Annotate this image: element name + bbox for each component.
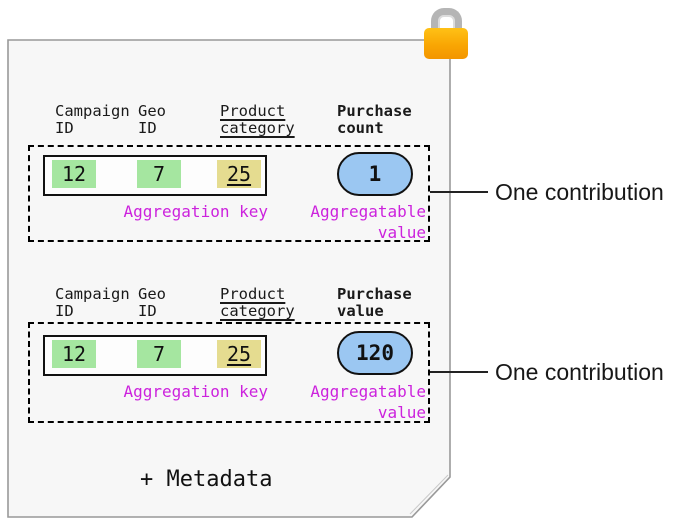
padlock-icon	[424, 6, 468, 60]
key-cell-geo-id: 7	[137, 340, 181, 368]
aggregatable-value-pill: 1	[337, 152, 413, 196]
column-header-purchase-count: Purchase count	[337, 102, 412, 137]
column-header-campaign-id: Campaign ID	[55, 285, 130, 320]
one-contribution-label: One contribution	[495, 359, 664, 385]
column-header-campaign-id: Campaign ID	[55, 102, 130, 137]
aggregatable-value-label: Aggregatable value	[310, 202, 426, 242]
aggregatable-value-label: Aggregatable value	[310, 382, 426, 422]
contribution-connector-line	[430, 191, 488, 193]
aggregation-key-box: 12 7 25	[43, 155, 267, 196]
aggregation-key-label: Aggregation key	[123, 382, 269, 401]
aggregatable-value-pill: 120	[337, 331, 413, 375]
contribution-box: 12 7 25 120 Aggregation key Aggregatable…	[28, 322, 430, 423]
aggregation-key-label: Aggregation key	[123, 202, 269, 221]
key-cell-geo-id: 7	[137, 160, 181, 188]
column-header-product-category: Product category	[220, 285, 295, 320]
one-contribution-label: One contribution	[495, 179, 664, 205]
key-cell-product-category: 25	[217, 160, 261, 188]
contribution-connector-line	[430, 371, 488, 373]
padlock-shackle	[431, 8, 462, 37]
key-cell-campaign-id: 12	[52, 340, 96, 368]
column-header-geo-id: Geo ID	[138, 102, 166, 137]
key-cell-product-category: 25	[217, 340, 261, 368]
metadata-label: + Metadata	[140, 467, 273, 492]
column-header-purchase-value: Purchase value	[337, 285, 412, 320]
contribution-box: 12 7 25 1 Aggregation key Aggregatable v…	[28, 145, 430, 242]
column-header-geo-id: Geo ID	[138, 285, 166, 320]
column-header-product-category: Product category	[220, 102, 295, 137]
padlock-body	[424, 28, 468, 59]
key-cell-campaign-id: 12	[52, 160, 96, 188]
aggregation-key-box: 12 7 25	[43, 335, 267, 376]
